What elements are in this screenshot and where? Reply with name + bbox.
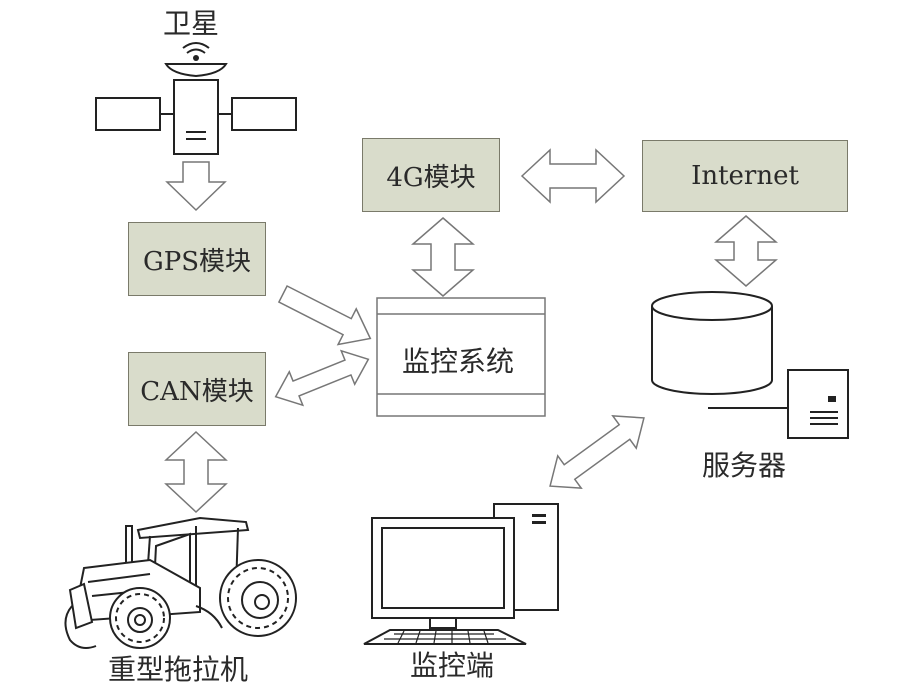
4g-module-box: 4G模块	[362, 138, 500, 212]
server-label: 服务器	[702, 449, 787, 482]
arrow-can-system	[274, 349, 370, 407]
monitor-system-box	[376, 297, 546, 417]
gps-module-box: GPS模块	[128, 222, 266, 296]
arrow-terminal-server	[549, 414, 645, 490]
monitor-terminal-label: 监控端	[410, 649, 495, 682]
arrow-4g-internet	[520, 148, 626, 204]
can-module-box: CAN模块	[128, 352, 266, 426]
satellite-icon	[95, 42, 297, 155]
server-icon	[651, 291, 849, 439]
arrow-internet-server	[713, 215, 779, 287]
tractor-icon	[64, 516, 297, 649]
arrow-gps-system	[277, 284, 372, 346]
arrow-4g-system	[410, 217, 476, 297]
arrow-satellite-gps	[165, 161, 227, 212]
monitor-system-label: 监控系统	[402, 345, 515, 378]
tractor-label: 重型拖拉机	[108, 653, 249, 686]
satellite-label: 卫星	[163, 7, 220, 40]
computer-icon	[363, 503, 559, 645]
internet-box: Internet	[642, 140, 848, 212]
arrow-can-tractor	[164, 430, 228, 514]
